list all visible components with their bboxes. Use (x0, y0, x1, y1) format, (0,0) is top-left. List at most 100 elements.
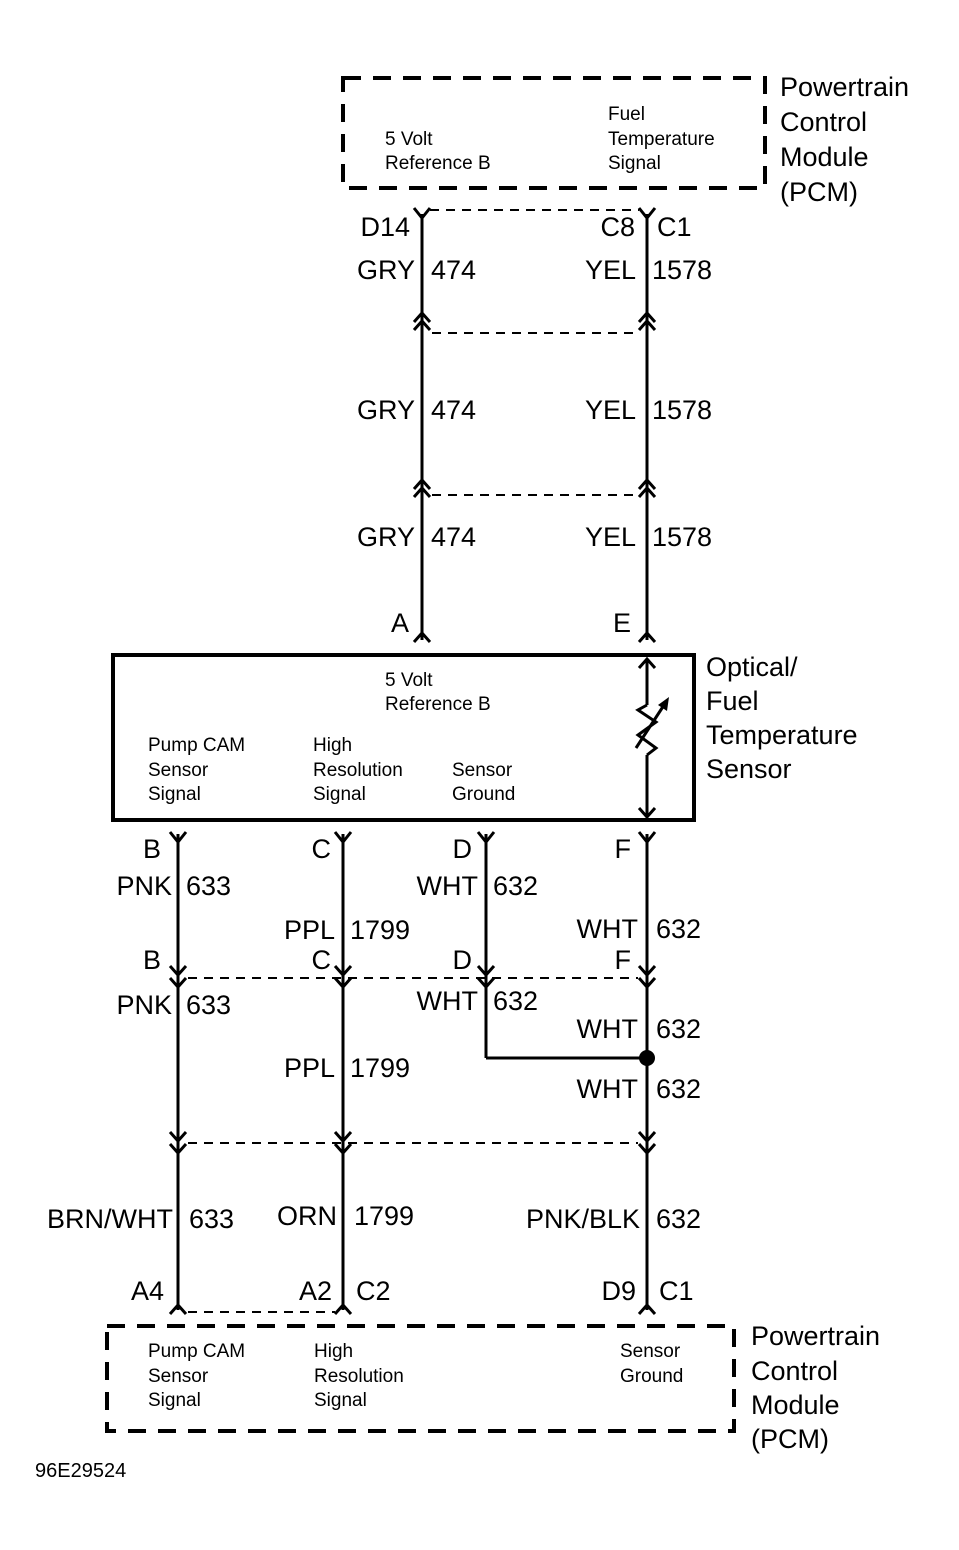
pcm-top-pin-fuel-line2: Temperature (608, 129, 715, 150)
top-wire-yel-1578: C8 C1 YEL 1578 YEL 1578 YEL 1578 E (585, 207, 712, 643)
terminal-label: E (613, 608, 631, 638)
connector-inline-icon (637, 310, 657, 331)
terminal-label: A2 (299, 1276, 332, 1306)
connector-inline-icon (476, 965, 496, 990)
pcm-bottom-name-line4: (PCM) (751, 1424, 829, 1454)
pcm-top-name-line1: Powertrain (780, 72, 909, 102)
pcm-bottom-pin-highres-line1: High (314, 1341, 353, 1362)
wire-color-label: PNK (116, 871, 172, 901)
pcm-bottom-pin-pump-line2: Sensor (148, 1366, 209, 1387)
circuit-number-label: 1578 (652, 395, 712, 425)
circuit-number-label: 474 (431, 255, 476, 285)
sensor-ground-line1: Sensor (452, 760, 513, 781)
wire-color-label: YEL (585, 255, 636, 285)
pcm-top-name-line3: Module (780, 142, 869, 172)
terminal-label: A4 (131, 1276, 164, 1306)
sensor-pump-line1: Pump CAM (148, 735, 245, 756)
bottom-wire-ground-f-632: F WHT 632 F WHT 632 WHT 632 PNK/BLK 632 … (526, 831, 701, 1315)
variable-resistor-icon (634, 656, 669, 820)
sensor-highres-line3: Signal (313, 784, 366, 805)
sensor-ground-line2: Ground (452, 784, 515, 805)
sensor-name-line3: Temperature (706, 720, 858, 750)
pcm-bottom-module: Pump CAM Sensor Signal High Resolution S… (105, 1321, 880, 1454)
circuit-number-label: 633 (189, 1204, 234, 1234)
bottom-wire-pump-cam-633: B PNK 633 B PNK 633 BRN/WHT 633 A4 (47, 831, 234, 1315)
connector-female-icon (637, 831, 657, 845)
circuit-number-label: 474 (431, 395, 476, 425)
circuit-number-label: 632 (656, 1074, 701, 1104)
pcm-top-module: 5 Volt Reference B Fuel Temperature Sign… (341, 72, 909, 207)
sensor-pump-line2: Sensor (148, 760, 209, 781)
circuit-number-label: 1578 (652, 522, 712, 552)
terminal-label: D (453, 945, 473, 975)
circuit-number-label: 632 (656, 1014, 701, 1044)
terminal-label: F (615, 834, 632, 864)
circuit-number-label: 632 (493, 986, 538, 1016)
sensor-ref-line2: Reference B (385, 694, 491, 715)
pcm-top-name-line4: (PCM) (780, 177, 858, 207)
connector-label: C1 (657, 212, 692, 242)
wire-color-label: PNK/BLK (526, 1204, 640, 1234)
pcm-top-pin-5v-line2: Reference B (385, 153, 491, 174)
wire-color-label: GRY (357, 522, 415, 552)
terminal-label: C (312, 945, 332, 975)
circuit-number-label: 632 (493, 871, 538, 901)
terminal-label: C8 (600, 212, 635, 242)
pcm-bottom-name-line2: Control (751, 1356, 838, 1386)
connector-inline-icon (168, 1131, 188, 1156)
terminal-label: D9 (601, 1276, 636, 1306)
pcm-bottom-pin-ground-line2: Ground (620, 1366, 683, 1387)
connector-male-icon (637, 630, 657, 643)
connector-inline-icon (333, 1131, 353, 1156)
connector-inline-icon (637, 477, 657, 498)
circuit-number-label: 633 (186, 990, 231, 1020)
wire-color-label: YEL (585, 395, 636, 425)
circuit-number-label: 474 (431, 522, 476, 552)
connector-female-icon (412, 207, 432, 221)
connector-male-icon (168, 1302, 188, 1315)
pcm-top-pin-5v-line1: 5 Volt (385, 129, 433, 150)
wire-color-label: GRY (357, 255, 415, 285)
connector-female-icon (476, 831, 496, 845)
sensor-box (111, 653, 696, 822)
wire-color-label: WHT (577, 1014, 638, 1044)
wire-color-label: WHT (577, 914, 638, 944)
wire-color-label: BRN/WHT (47, 1204, 173, 1234)
connector-inline-icon (333, 965, 353, 990)
connector-female-icon (333, 831, 353, 845)
pcm-bottom-pin-highres-line3: Signal (314, 1390, 367, 1411)
pcm-bottom-name-line3: Module (751, 1390, 840, 1420)
terminal-label: B (143, 945, 161, 975)
sensor-pump-line3: Signal (148, 784, 201, 805)
circuit-number-label: 1578 (652, 255, 712, 285)
terminal-label: D (453, 834, 473, 864)
wire-color-label: GRY (357, 395, 415, 425)
optical-fuel-temperature-sensor: 5 Volt Reference B Pump CAM Sensor Signa… (111, 652, 858, 822)
circuit-number-label: 632 (656, 1204, 701, 1234)
circuit-number-label: 1799 (350, 1053, 410, 1083)
sensor-name-line4: Sensor (706, 754, 792, 784)
connector-male-icon (412, 630, 432, 643)
connector-label: C1 (659, 1276, 694, 1306)
top-wire-gry-474: D14 GRY 474 GRY 474 GRY 474 A (357, 207, 476, 643)
circuit-number-label: 1799 (354, 1201, 414, 1231)
pcm-bottom-pin-pump-line3: Signal (148, 1390, 201, 1411)
splice-dot-icon (639, 1050, 655, 1066)
terminal-label: D14 (360, 212, 410, 242)
terminal-label: F (615, 945, 632, 975)
pcm-bottom-box (105, 1324, 736, 1433)
wire-color-label: YEL (585, 522, 636, 552)
pcm-top-name-line2: Control (780, 107, 867, 137)
connector-inline-icon (637, 1131, 657, 1156)
bottom-wire-high-res-1799: C PPL 1799 C PPL 1799 ORN 1799 A2 C2 (277, 831, 414, 1315)
wire-color-label: WHT (577, 1074, 638, 1104)
connector-male-icon (637, 1302, 657, 1315)
sensor-ref-line1: 5 Volt (385, 670, 433, 691)
pcm-bottom-pin-pump-line1: Pump CAM (148, 1341, 245, 1362)
terminal-label: B (143, 834, 161, 864)
connector-inline-icon (412, 310, 432, 331)
terminal-label: A (391, 608, 409, 638)
pcm-bottom-pin-ground-line1: Sensor (620, 1341, 681, 1362)
circuit-number-label: 632 (656, 914, 701, 944)
